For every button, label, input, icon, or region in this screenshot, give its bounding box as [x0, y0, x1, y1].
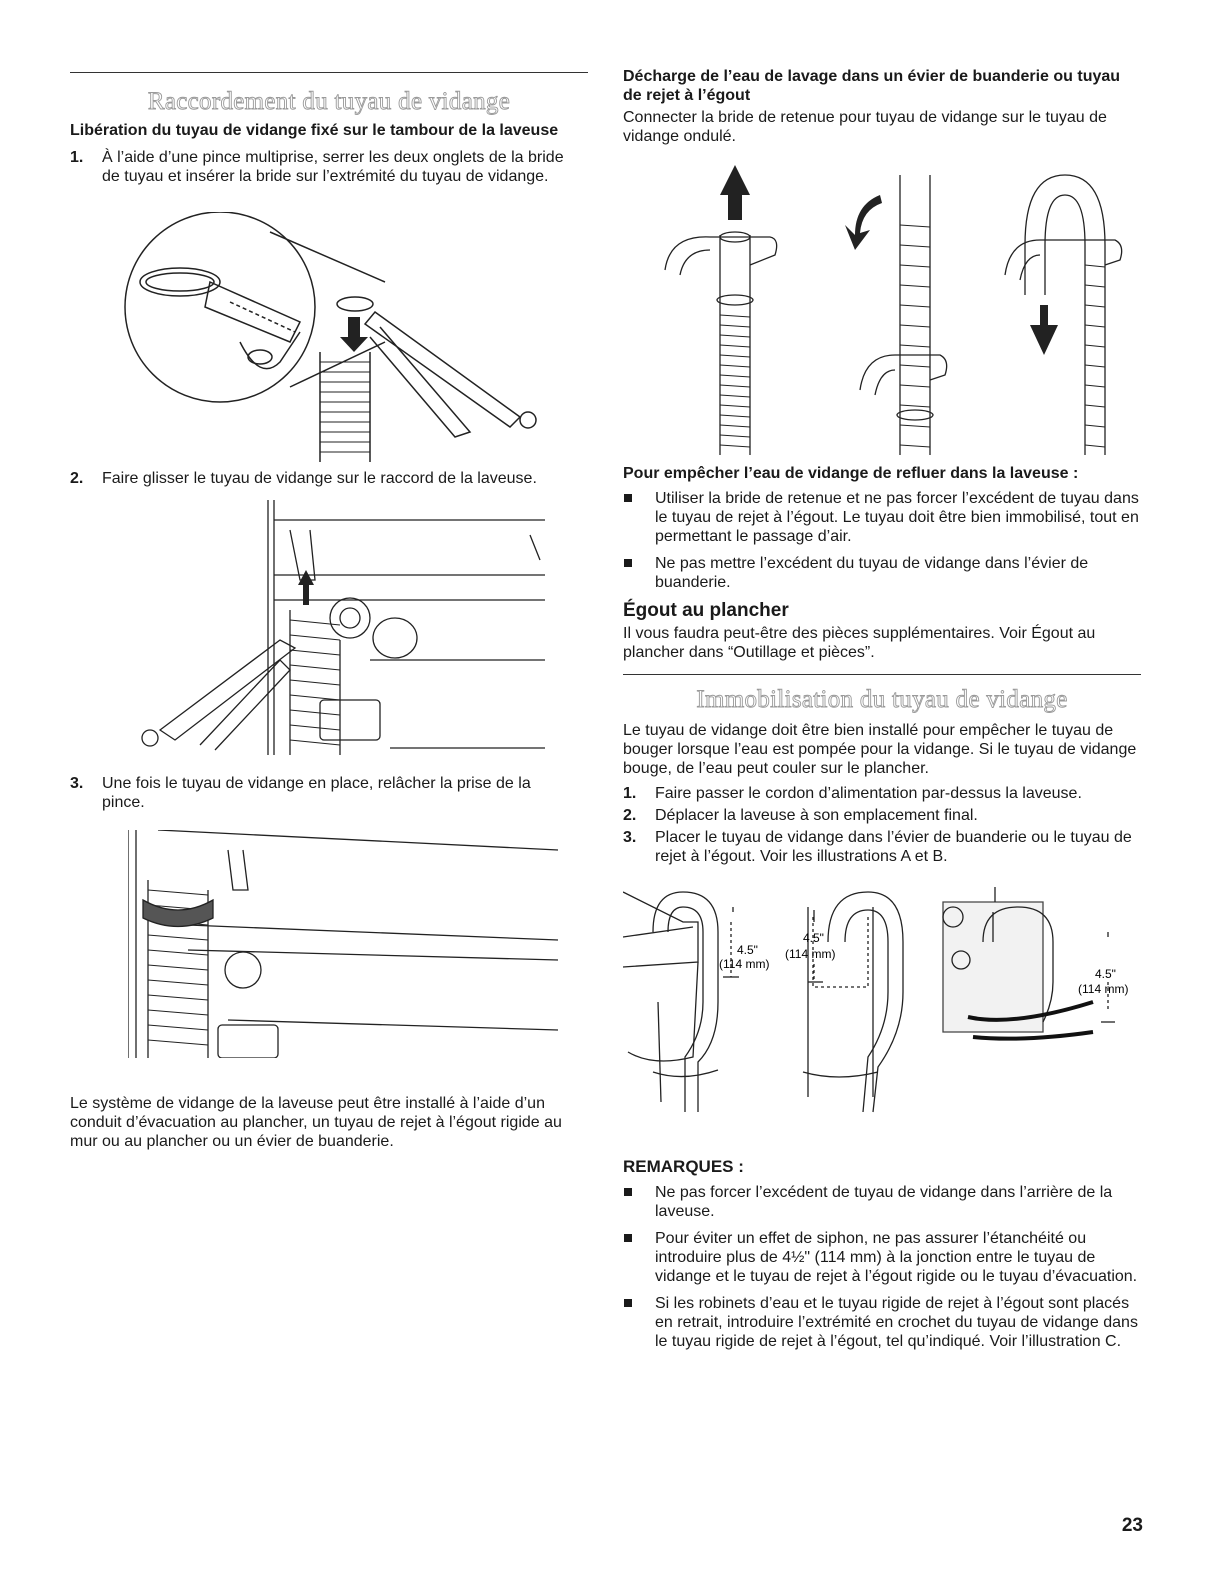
dim-b-mm: (114 mm) — [785, 947, 835, 961]
immob-step-3: 3. Placer le tuyau de vidange dans l’évie… — [623, 828, 1143, 866]
prevent-bullet-1: Utiliser la bride de retenue et ne pas f… — [623, 489, 1143, 546]
illustration-retention-clamp — [650, 165, 1130, 455]
page-number: 23 — [1121, 1515, 1143, 1536]
illustration-hose-connector — [140, 500, 550, 755]
subheading-liberation: Libération du tuyau de vidange fixé sur … — [70, 122, 559, 139]
illustration-abc: 4.5" (114 mm) 4.5" (114 mm) 4.5" (114 mm… — [623, 882, 1143, 1117]
prevent-heading: Pour empêcher l’eau de vidange de reflue… — [623, 465, 1079, 482]
step-2-text: Faire glisser le tuyau de vidange sur le… — [102, 470, 537, 487]
right-floor-block: Égout au plancher Il vous faudra peut-êt… — [623, 600, 1143, 662]
step-3-number: 3. — [70, 775, 84, 792]
note-1: Ne pas forcer l’excédent de tuyau de vid… — [623, 1183, 1143, 1221]
notes-heading: REMARQUES : — [623, 1157, 744, 1176]
left-step-1: 1. À l’aide d’une pince multiprise, serre… — [70, 148, 570, 186]
illustration-clamp-released — [128, 830, 560, 1058]
right-immob-block: Le tuyau de vidange doit être bien insta… — [623, 721, 1143, 866]
dim-b-inch: 4.5" — [803, 931, 824, 945]
prevent-bullet-2-text: Ne pas mettre l’excédent du tuyau de vid… — [655, 555, 1089, 591]
right-section-rule — [623, 674, 1141, 675]
step-3-text: Une fois le tuyau de vidange en place, r… — [102, 775, 531, 811]
dim-c-mm: (114 mm) — [1078, 982, 1128, 996]
illustration-pliers-clamp — [120, 212, 560, 462]
prevent-bullet-2: Ne pas mettre l’excédent du tuyau de vid… — [623, 554, 1143, 592]
right-prevent-block: Pour empêcher l’eau de vidange de reflue… — [623, 464, 1143, 592]
step-1-number: 1. — [70, 149, 84, 166]
immob-step-2: 2. Déplacer la laveuse à son emplacement … — [623, 806, 1143, 825]
bullet-square — [624, 1234, 632, 1242]
immob-step-3-number: 3. — [623, 829, 637, 846]
dim-c-inch: 4.5" — [1095, 967, 1116, 981]
right-notes-block: REMARQUES : Ne pas forcer l’excédent de … — [623, 1157, 1143, 1351]
dim-a-mm: (114 mm) — [719, 957, 769, 971]
step-2-number: 2. — [70, 470, 84, 487]
bullet-square — [624, 559, 632, 567]
immob-step-1: 1. Faire passer le cordon d’alimentation … — [623, 784, 1143, 803]
closing-paragraph-text: Le système de vidange de la laveuse peut… — [70, 1095, 562, 1150]
bullet-square — [624, 1299, 632, 1307]
left-subheading: Libération du tuyau de vidange fixé sur … — [70, 121, 590, 140]
immob-step-1-number: 1. — [623, 785, 637, 802]
left-closing-paragraph: Le système de vidange de la laveuse peut… — [70, 1094, 590, 1151]
bullet-square — [624, 494, 632, 502]
note-3: Si les robinets d’eau et le tuyau rigide… — [623, 1294, 1143, 1351]
bullet-square — [624, 1188, 632, 1196]
note-3-text: Si les robinets d’eau et le tuyau rigide… — [655, 1295, 1138, 1350]
step-1-text: À l’aide d’une pince multiprise, serrer … — [102, 149, 564, 185]
prevent-bullet-1-text: Utiliser la bride de retenue et ne pas f… — [655, 490, 1139, 545]
note-2-text: Pour éviter un effet de siphon, ne pas a… — [655, 1230, 1138, 1285]
note-2: Pour éviter un effet de siphon, ne pas a… — [623, 1229, 1143, 1286]
left-step-2: 2. Faire glisser le tuyau de vidange sur … — [70, 469, 580, 488]
note-1-text: Ne pas forcer l’excédent de tuyau de vid… — [655, 1184, 1113, 1220]
immob-step-2-text: Déplacer la laveuse à son emplacement fi… — [655, 807, 978, 824]
left-step-3: 3. Une fois le tuyau de vidange en place,… — [70, 774, 540, 812]
section-title-raccordement: Raccordement du tuyau de vidange — [147, 88, 511, 116]
immob-step-1-text: Faire passer le cordon d’alimentation pa… — [655, 785, 1082, 802]
immob-step-2-number: 2. — [623, 807, 637, 824]
right-discharge-block: Décharge de l’eau de lavage dans un évie… — [623, 67, 1143, 146]
floor-text: Il vous faudra peut-être des pièces supp… — [623, 625, 1096, 661]
discharge-heading: Décharge de l’eau de lavage dans un évie… — [623, 68, 1121, 104]
floor-heading: Égout au plancher — [623, 600, 789, 621]
immob-step-3-text: Placer le tuyau de vidange dans l’évier … — [655, 829, 1132, 865]
discharge-text: Connecter la bride de retenue pour tuyau… — [623, 109, 1107, 145]
dim-a-inch: 4.5" — [737, 943, 758, 957]
left-top-rule — [70, 72, 588, 73]
section-title-immobilisation: Immobilisation du tuyau de vidange — [696, 686, 1068, 714]
immob-text: Le tuyau de vidange doit être bien insta… — [623, 722, 1137, 777]
